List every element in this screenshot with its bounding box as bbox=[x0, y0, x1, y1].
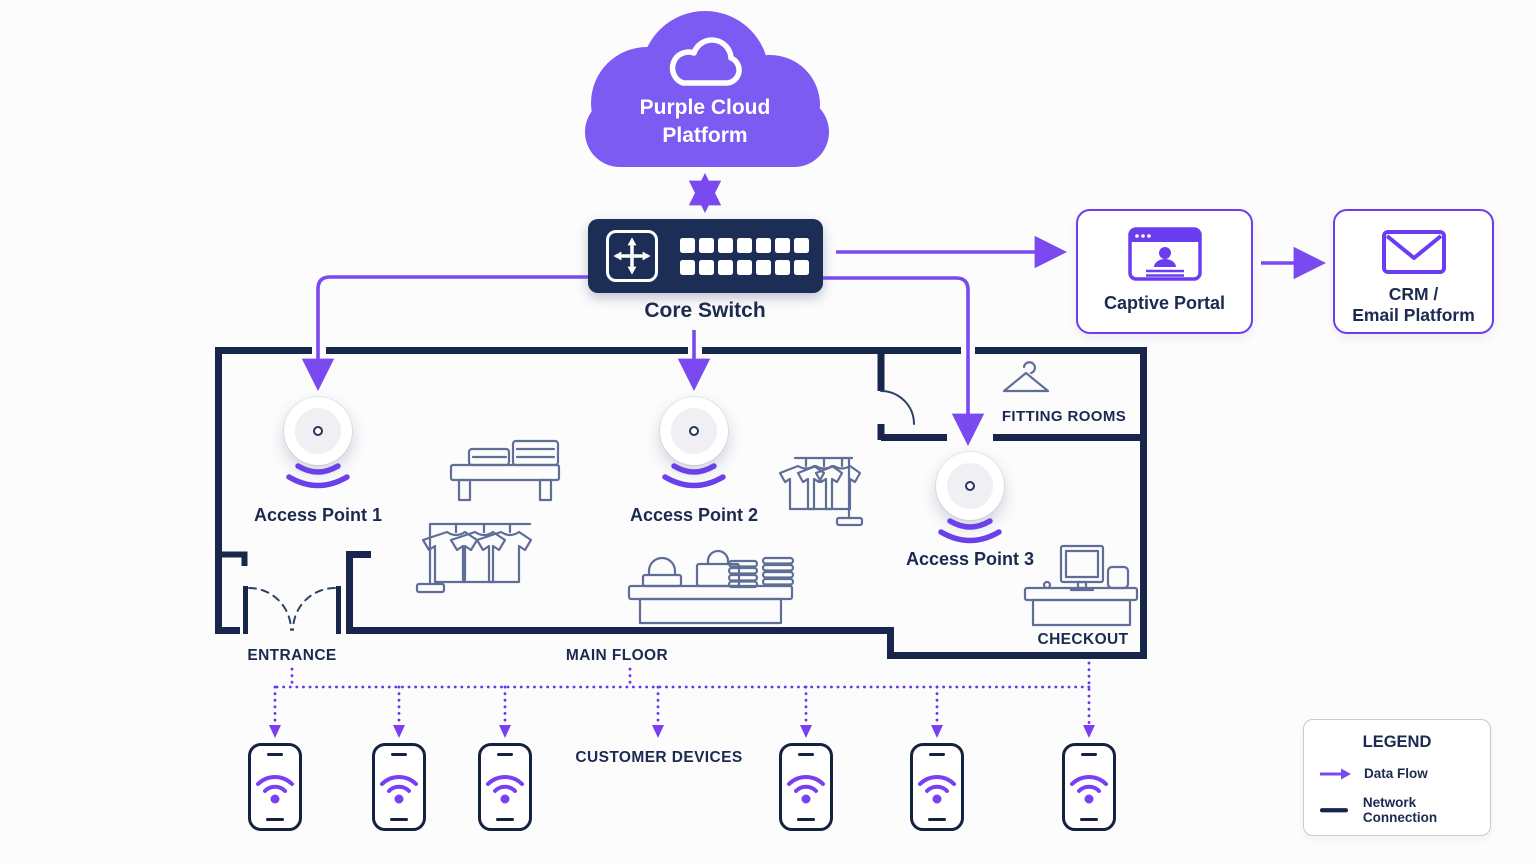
crm-label-line2: Email Platform bbox=[1352, 305, 1475, 325]
captive-portal-label: Captive Portal bbox=[1103, 293, 1226, 313]
wall-left bbox=[215, 347, 312, 634]
envelope-icon bbox=[1381, 230, 1446, 274]
switch-ports bbox=[680, 238, 809, 275]
entrance-label: ENTRANCE bbox=[247, 647, 337, 664]
customer-device-phone-1 bbox=[248, 743, 302, 831]
cloud-icon bbox=[669, 37, 742, 86]
checkout-label: CHECKOUT bbox=[1037, 631, 1129, 648]
switch-routing-icon bbox=[606, 230, 658, 282]
ap3-wifi-waves-icon bbox=[938, 518, 1002, 544]
legend-row-data-flow: Data Flow bbox=[1318, 766, 1490, 781]
main-floor-label: MAIN FLOOR bbox=[565, 647, 669, 664]
ap2-wifi-waves-icon bbox=[662, 463, 726, 489]
customer-device-phone-3 bbox=[478, 743, 532, 831]
display-counter-icon bbox=[627, 549, 795, 625]
checkout-desk-icon bbox=[1023, 544, 1139, 627]
captive-portal-browser-icon bbox=[1127, 227, 1202, 281]
data-flow-arrow-icon bbox=[1320, 768, 1351, 779]
cloud-label-line2: Platform bbox=[662, 124, 748, 147]
legend-data-flow-label: Data Flow bbox=[1364, 766, 1428, 781]
entrance-stub-left bbox=[218, 551, 248, 566]
legend-network-connection-label: Network Connection bbox=[1362, 795, 1438, 825]
captive-portal-box: Captive Portal bbox=[1076, 209, 1253, 334]
fitting-room-door-swing bbox=[880, 390, 915, 425]
wifi-icon bbox=[918, 774, 956, 804]
crm-email-box: CRM / Email Platform bbox=[1333, 209, 1494, 334]
wall-right-bottom bbox=[346, 347, 1147, 659]
cloud-label-line1: Purple Cloud bbox=[639, 96, 771, 119]
network-connection-line-icon bbox=[1319, 808, 1349, 813]
access-point-1-label: Access Point 1 bbox=[253, 505, 383, 525]
fitting-rooms-label: FITTING ROOMS bbox=[1001, 408, 1127, 425]
hanger-icon bbox=[1002, 361, 1050, 393]
legend-row-network-connection: Network Connection bbox=[1318, 795, 1490, 825]
access-point-2-device bbox=[660, 397, 728, 465]
small-clothes-rack-icon bbox=[778, 456, 864, 527]
arrow-switch-ap3 bbox=[823, 276, 985, 446]
cloud-shape bbox=[585, 11, 829, 167]
access-point-1-device bbox=[284, 397, 352, 465]
entrance-door-swing-right bbox=[292, 587, 336, 631]
crm-label-line1: CRM / bbox=[1388, 284, 1439, 304]
entrance-door-posts bbox=[243, 586, 341, 634]
access-point-3-device bbox=[936, 452, 1004, 520]
legend-title: LEGEND bbox=[1362, 733, 1432, 751]
entrance-door-swing-left bbox=[248, 587, 292, 631]
access-point-2-label: Access Point 2 bbox=[629, 505, 759, 525]
legend-box: LEGEND Data Flow Network Connection bbox=[1303, 719, 1491, 836]
clothes-rack-icon bbox=[415, 522, 533, 594]
core-switch bbox=[588, 219, 823, 293]
ap1-wifi-waves-icon bbox=[286, 463, 350, 489]
wifi-icon bbox=[380, 774, 418, 804]
wifi-icon bbox=[1070, 774, 1108, 804]
customer-device-phone-2 bbox=[372, 743, 426, 831]
core-switch-label: Core Switch bbox=[644, 299, 766, 322]
arrow-switch-ap1 bbox=[301, 275, 588, 391]
customer-device-phone-5 bbox=[910, 743, 964, 831]
wifi-icon bbox=[787, 774, 825, 804]
wifi-icon bbox=[486, 774, 524, 804]
customer-devices-label: CUSTOMER DEVICES bbox=[575, 749, 743, 766]
access-point-3-label: Access Point 3 bbox=[905, 549, 1035, 569]
folded-clothes-table-icon bbox=[449, 439, 561, 502]
cloud-platform-label: Purple Cloud Platform bbox=[575, 94, 835, 150]
entrance-stub-right bbox=[346, 551, 371, 630]
customer-device-phone-6 bbox=[1062, 743, 1116, 831]
customer-device-phone-4 bbox=[779, 743, 833, 831]
wifi-icon bbox=[256, 774, 294, 804]
dotted-arrowheads bbox=[269, 725, 1095, 738]
